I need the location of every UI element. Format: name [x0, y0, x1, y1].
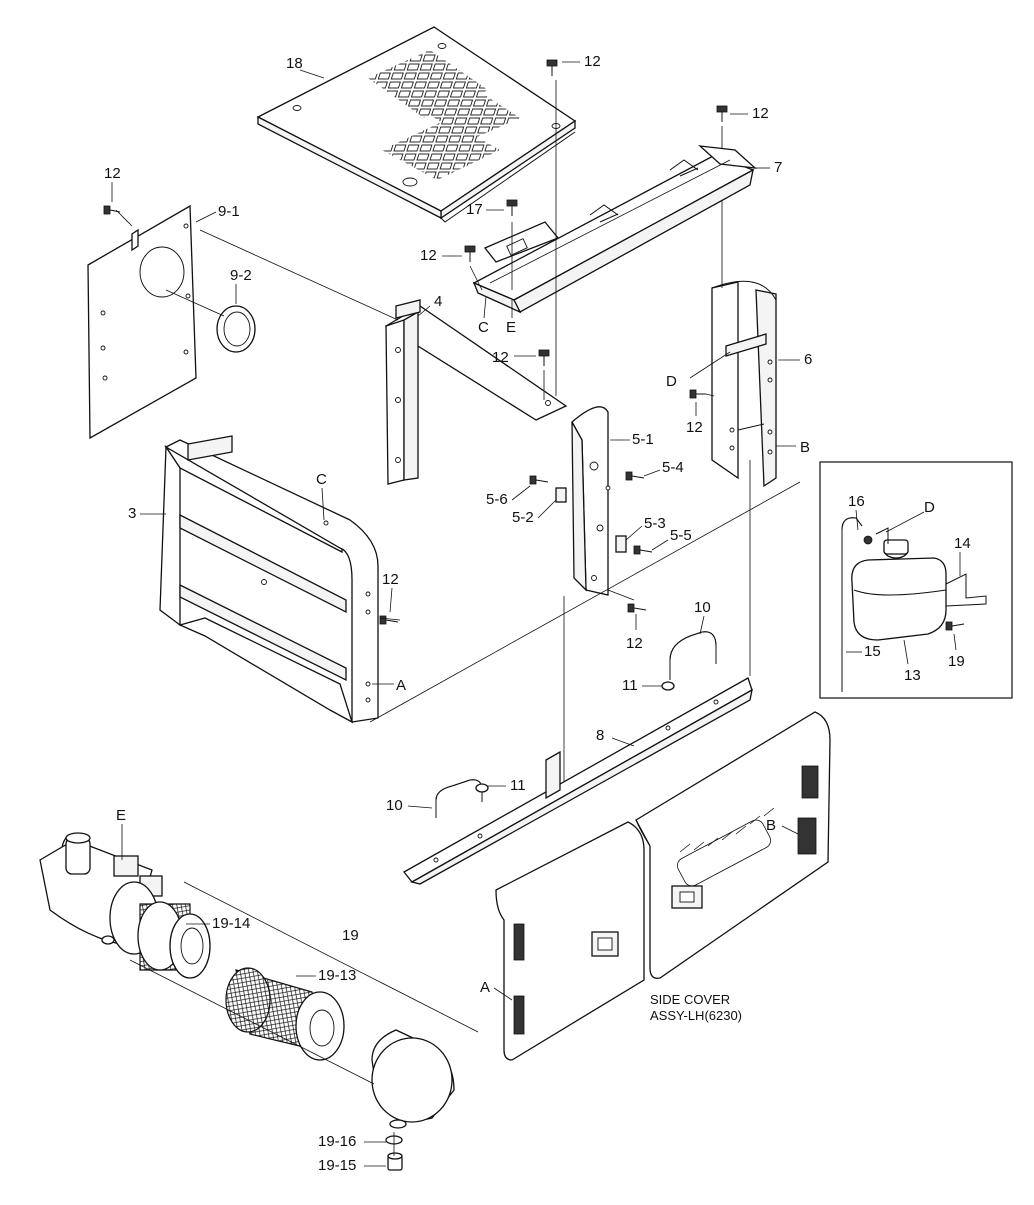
label-19-15: 19-15	[318, 1157, 356, 1174]
label-A: A	[480, 979, 490, 996]
label-8: 8	[596, 727, 604, 744]
label-12: 12	[686, 419, 703, 436]
label-5-2: 5-2	[512, 509, 534, 526]
left-panel	[87, 204, 197, 440]
leader-lines	[115, 80, 801, 1156]
u-bolt-upper	[669, 631, 717, 680]
side-cover-caption-line2: ASSY-LH(6230)	[650, 1008, 742, 1023]
top-rail-bracket	[472, 145, 757, 314]
label-5-3: 5-3	[644, 515, 666, 532]
label-7: 7	[774, 159, 782, 176]
label-D: D	[924, 499, 935, 516]
label-10: 10	[694, 599, 711, 616]
label-5-5: 5-5	[670, 527, 692, 544]
bottom-tray-8	[403, 677, 753, 885]
inner-filter-element	[225, 967, 345, 1061]
grommet	[216, 305, 256, 353]
side-cover-rear-panel	[635, 711, 831, 979]
nut-upper	[661, 681, 675, 691]
label-C: C	[478, 319, 489, 336]
side-frame-6	[711, 280, 777, 488]
label-A: A	[396, 677, 406, 694]
label-19-14: 19-14	[212, 915, 250, 932]
air-cleaner-cap	[371, 1029, 455, 1129]
label-9-1: 9-1	[218, 203, 240, 220]
label-17: 17	[466, 201, 483, 218]
label-C: C	[316, 471, 327, 488]
side-cover-caption-line1: SIDE COVER	[650, 992, 730, 1007]
label-D: D	[666, 373, 677, 390]
label-16: 16	[848, 493, 865, 510]
label-12: 12	[584, 53, 601, 70]
front-frame-3	[159, 435, 379, 724]
label-5-6: 5-6	[486, 491, 508, 508]
label-12: 12	[420, 247, 437, 264]
label-19-13: 19-13	[318, 967, 356, 984]
label-12: 12	[626, 635, 643, 652]
label-19: 19	[342, 927, 359, 944]
top-cover-plate	[256, 26, 577, 223]
label-9-2: 9-2	[230, 267, 252, 284]
u-bolt-lower	[435, 779, 483, 818]
label-5-4: 5-4	[662, 459, 684, 476]
side-cover-front-panel	[495, 821, 645, 1061]
label-3: 3	[128, 505, 136, 522]
label-18: 18	[286, 55, 303, 72]
label-B: B	[766, 817, 776, 834]
outer-filter-element	[137, 901, 211, 979]
label-12: 12	[104, 165, 121, 182]
label-15: 15	[864, 643, 881, 660]
part-labels: 18 12 12 7 17 12 C E 12 9-1 9-2 4 12 6 D…	[104, 53, 971, 1174]
label-19-16: 19-16	[318, 1133, 356, 1150]
label-5-1: 5-1	[632, 431, 654, 448]
nut-lower	[475, 783, 489, 793]
label-11: 11	[622, 677, 638, 694]
label-4: 4	[434, 293, 442, 310]
label-B: B	[800, 439, 810, 456]
label-13: 13	[904, 667, 921, 684]
upper-frame-4	[384, 299, 568, 485]
label-11: 11	[510, 777, 526, 794]
label-6: 6	[804, 351, 812, 368]
label-12: 12	[752, 105, 769, 122]
label-E: E	[116, 807, 126, 824]
label-12: 12	[492, 349, 509, 366]
label-E: E	[506, 319, 516, 336]
label-14: 14	[954, 535, 971, 552]
cap-19-15	[387, 1152, 403, 1171]
label-12: 12	[382, 571, 399, 588]
bracket-5-1	[571, 406, 611, 596]
label-19: 19	[948, 653, 965, 670]
bolts	[103, 59, 728, 625]
inset-reservoir-detail	[819, 461, 1013, 699]
label-10: 10	[386, 797, 403, 814]
